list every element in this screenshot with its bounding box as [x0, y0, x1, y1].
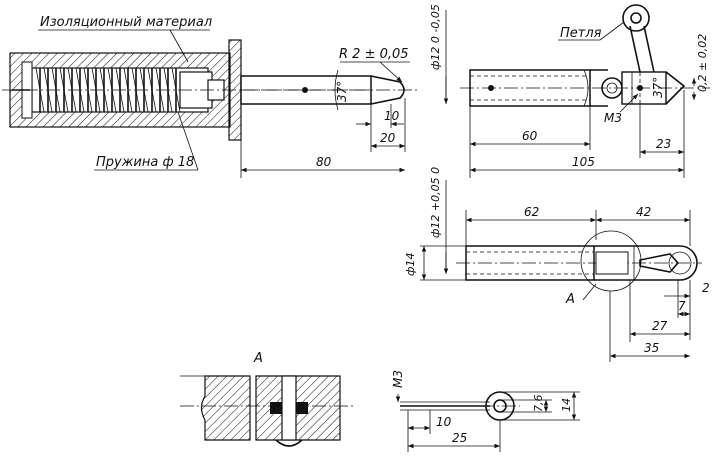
dim-25: 25: [452, 431, 467, 445]
dim-35: 35: [644, 341, 659, 355]
tube-assembly: [460, 4, 710, 107]
handle-assembly: [2, 39, 418, 141]
dim-7-6: 7,6: [532, 395, 545, 413]
dim-23: 23: [656, 137, 671, 151]
angle-right-dim: 37°: [651, 77, 665, 98]
dim-10-left: 10: [384, 109, 400, 123]
dim-10-detail: 10: [436, 415, 452, 429]
dia12-mid-dim: ф12 +0,05 0: [429, 167, 442, 238]
dim-27: 27: [652, 319, 668, 333]
dim-20: 20: [380, 131, 396, 145]
gap-dim: 0,2 ± 0,02: [696, 34, 709, 92]
dim-14-detail: 14: [560, 398, 573, 412]
dim-60: 60: [522, 129, 538, 143]
dim-7: 7: [678, 299, 686, 313]
side-view: А: [456, 230, 702, 307]
callout-a: А: [565, 292, 575, 307]
dims-top-left: R 2 ± 0,05 37° 10 20 80 ф12 0 -0,05: [240, 4, 449, 178]
dia12-upper-dim: ф12 0 -0,05: [429, 4, 442, 70]
radius-dim: R 2 ± 0,05: [339, 47, 409, 62]
section-a: А: [180, 351, 355, 447]
spring-label: Пружина ф 18: [96, 155, 194, 170]
section-a-title: А: [253, 351, 263, 366]
dia14-dim: ф14: [404, 253, 417, 276]
dim-62: 62: [524, 205, 539, 219]
angle-left-dim: 37°: [335, 81, 349, 102]
thread-m3-label: М3: [604, 111, 622, 125]
dims-top-right: Петля 37° М3 0,2 ± 0,02 60 23 105: [469, 21, 709, 178]
thread-m3-detail-label: М3: [391, 370, 405, 388]
insulation-label-group: Изоляционный материал: [38, 15, 212, 63]
spring-label-group: Пружина ф 18: [94, 111, 199, 171]
loop-detail: М3 10 25 7,6 14: [391, 370, 580, 452]
dim-42: 42: [636, 205, 651, 219]
insulation-label: Изоляционный материал: [40, 15, 212, 30]
dim-80: 80: [316, 155, 332, 169]
dim-2: 2: [702, 281, 710, 295]
dims-middle: ф12 +0,05 0 ф14 62 42 2 7 27 35: [404, 167, 710, 362]
loop-label: Петля: [560, 26, 602, 41]
dim-105: 105: [572, 155, 595, 169]
